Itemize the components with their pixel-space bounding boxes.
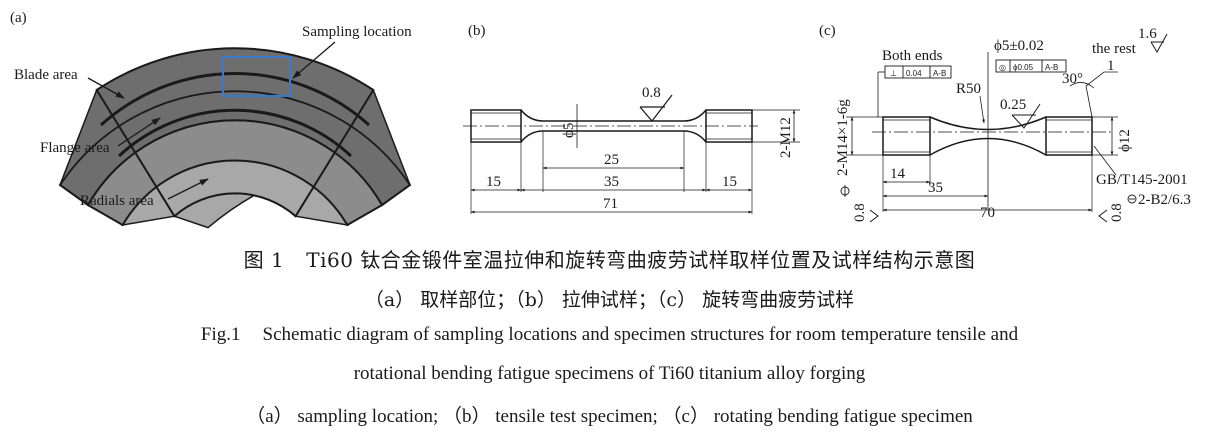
standard-label: GB/T145-2001 <box>1096 172 1188 188</box>
flange-radials-boundary <box>117 108 353 158</box>
caption-zh-title: 图 1 Ti60 钛合金锻件室温拉伸和旋转弯曲疲劳试样取样位置及试样结构示意图 <box>0 244 1219 273</box>
tol-conc-ref: A-B <box>1045 63 1058 72</box>
dim-15-left: 15 <box>486 174 501 190</box>
sector-outline <box>95 47 375 218</box>
right-grip-c <box>1045 116 1093 156</box>
left-grip-c <box>882 116 931 156</box>
thread-c-label: 2-M14×1-6g <box>835 99 851 176</box>
caption-zh-number: 图 1 <box>243 248 285 272</box>
panel-b-label: (b) <box>468 23 486 39</box>
radials-area-leader <box>167 178 209 200</box>
roughness-center-value: 0.25 <box>1000 97 1026 113</box>
blade-flange-boundary <box>99 72 371 127</box>
roughness-left-value: 0.8 <box>852 203 868 222</box>
thread-label: 2-M12 <box>778 117 794 158</box>
panel-a-label: (a) <box>10 10 27 26</box>
sampling-location-leader <box>292 41 336 79</box>
sampling-location-box <box>222 56 291 97</box>
center-hole-left-icon <box>840 185 850 197</box>
right-grip <box>705 109 753 143</box>
roughness-right-symbol <box>1098 209 1108 223</box>
tol-both-ends-symbol: ⊥ <box>890 69 897 78</box>
dim-70: 70 <box>980 205 995 221</box>
panel-c-label: (c) <box>819 23 836 39</box>
tol-conc-symbol: ◎ <box>999 63 1006 72</box>
dim-35: 35 <box>604 174 619 190</box>
panel-c: (c) Both ends ⊥ 0.04 A-B ϕ5±0.02 <box>819 23 1191 223</box>
caption-zh-subtitle: （a） 取样部位；（b） 拉伸试样；（c） 旋转弯曲疲劳试样 <box>364 289 855 311</box>
roughness-right-value: 0.8 <box>1109 203 1125 222</box>
roughness-value: 0.8 <box>642 85 661 101</box>
center-hole-leader <box>1093 145 1117 176</box>
caption-en-title: Fig.1 Schematic diagram of sampling locat… <box>0 324 1219 346</box>
tolerance-frame-concentricity: ◎ ϕ0.05 A-B <box>995 59 1067 73</box>
panel-b: (b) 0.8 ϕ5 2-M12 25 <box>463 23 800 214</box>
dim-35-c: 35 <box>928 180 943 196</box>
center-hole-label: 2-B2/6.3 <box>1138 192 1191 208</box>
center-hole-right-icon <box>1127 194 1137 204</box>
tolerance-frame-both-ends: ⊥ 0.04 A-B <box>884 65 952 79</box>
the-rest-label: the rest <box>1092 41 1137 57</box>
tol-both-ends-value: 0.04 <box>906 69 922 78</box>
caption-en-number: Fig.1 <box>200 324 241 345</box>
sampling-location-label: Sampling location <box>302 24 412 40</box>
caption-en-subtitle: （a） sampling location; （b） tensile test … <box>246 406 973 427</box>
gauge-section <box>520 109 707 143</box>
chamfer-leader <box>1085 71 1118 118</box>
flange-area-leader <box>117 117 161 147</box>
roughness-left-symbol <box>869 209 879 223</box>
figure-illustration: (a) Blade area Flange area Radials area … <box>10 10 1191 229</box>
caption-en-text-line1: Schematic diagram of sampling locations … <box>262 324 1019 345</box>
diameter-label: ϕ5 <box>561 123 577 138</box>
roughness-rest-symbol <box>1150 33 1168 53</box>
dim-25: 25 <box>604 152 619 168</box>
flange-area-label: Flange area <box>40 140 110 156</box>
roughness-center-symbol <box>1011 103 1041 129</box>
roughness-rest-value: 1.6 <box>1138 26 1157 42</box>
roughness-symbol <box>639 94 673 122</box>
dim-15-right: 15 <box>722 174 737 190</box>
diameter-12-label: ϕ12 <box>1117 129 1133 152</box>
caption-zh-text: Ti60 钛合金锻件室温拉伸和旋转弯曲疲劳试样取样位置及试样结构示意图 <box>306 248 976 272</box>
tol-both-ends-ref: A-B <box>933 69 946 78</box>
dim-14: 14 <box>890 166 906 182</box>
chamfer-label: 1 <box>1107 58 1115 74</box>
diameter-tolerance-label: ϕ5±0.02 <box>994 38 1044 54</box>
both-ends-label: Both ends <box>882 48 943 64</box>
blade-area-leader <box>87 77 125 99</box>
radius-leader <box>979 95 985 124</box>
panel-a: (a) Blade area Flange area Radials area … <box>10 10 412 229</box>
radials-area-label: Radials area <box>80 193 154 209</box>
caption-en-text-line2: rotational bending fatigue specimens of … <box>353 363 866 384</box>
left-grip <box>470 109 522 143</box>
angle-arc <box>1069 82 1095 89</box>
radius-label: R50 <box>956 81 981 97</box>
tol-conc-value: ϕ0.05 <box>1013 63 1034 72</box>
blade-area-label: Blade area <box>14 67 78 83</box>
dim-71: 71 <box>603 196 618 212</box>
